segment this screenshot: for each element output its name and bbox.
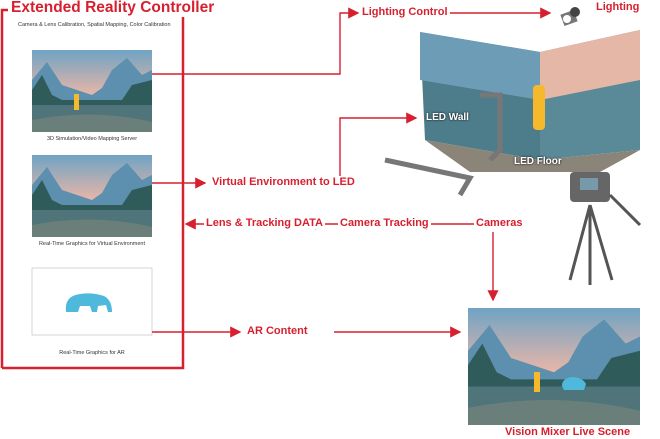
led-floor-label: LED Floor (514, 156, 562, 167)
person-figure (74, 94, 79, 110)
controller-subtitle: Camera & Lens Calibration, Spatial Mappi… (18, 22, 171, 28)
cameras-label: Cameras (474, 217, 525, 229)
lighting-control-label: Lighting Control (360, 6, 450, 18)
lighting-label: Lighting (594, 1, 642, 13)
camera-tracking-label: Camera Tracking (338, 217, 431, 229)
actor-figure (533, 85, 545, 130)
camera-crane (384, 92, 503, 197)
final-scene-image (468, 308, 640, 425)
ar-bear-icon (562, 377, 586, 390)
output-label: Vision Mixer Live Scene (503, 426, 633, 438)
lens-tracking-label: Lens & Tracking DATA (204, 217, 325, 229)
led-volume (384, 30, 640, 197)
camera-rig (568, 172, 642, 285)
bear-icon (65, 293, 112, 312)
light-fixture-icon (560, 7, 580, 27)
panel-caption: Real-Time Graphics for Virtual Environme… (38, 241, 146, 247)
led-wall-label: LED Wall (426, 112, 469, 123)
virtual-env-image (32, 155, 152, 237)
ar-content-label: AR Content (245, 325, 310, 337)
controller-title: Extended Reality Controller (8, 0, 218, 17)
simulation-image (32, 50, 152, 132)
virtual-env-label: Virtual Environment to LED (210, 176, 357, 188)
panel-caption: Real-Time Graphics for AR (59, 350, 125, 356)
panel-caption: 3D Simulation/Video Mapping Server (46, 136, 138, 142)
